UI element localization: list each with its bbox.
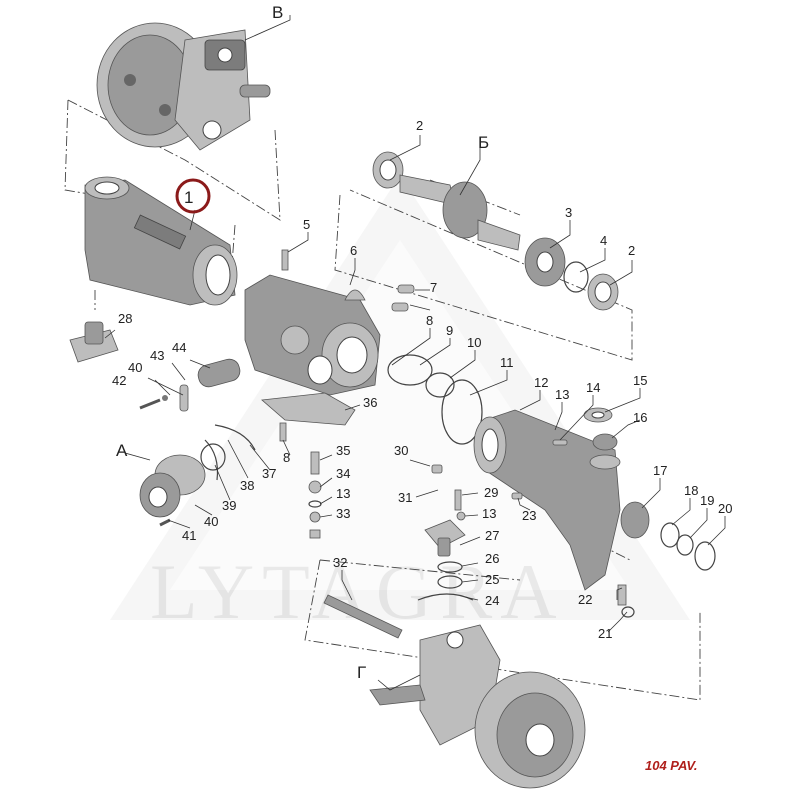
assembly-b-pinion-shaft: [372, 151, 521, 251]
callout-22: 22: [578, 592, 592, 607]
part-7-bolts: [391, 284, 415, 312]
callout-1-highlight-circle: [175, 178, 211, 214]
callout-40a: 40: [128, 360, 142, 375]
callout-34: 34: [336, 466, 350, 481]
part-6-differential-housing: [244, 274, 381, 396]
view-label-b: Б: [478, 133, 489, 152]
leader-lines: [104, 15, 726, 691]
callout-8: 8: [426, 313, 433, 328]
callout-44: 44: [172, 340, 186, 355]
parts-fasteners-left: [139, 358, 241, 412]
callout-4: 4: [600, 233, 607, 248]
callout-2b: 2: [628, 243, 635, 258]
part-1-axle-housing: [84, 176, 238, 306]
assembly-g-final-drive: [369, 624, 586, 789]
callout-10: 10: [467, 335, 481, 350]
callout-2a: 2: [416, 118, 423, 133]
part-12-right-housing: [473, 409, 621, 591]
callout-1: 1: [184, 188, 193, 207]
page-reference: 104 PAV.: [645, 758, 698, 773]
callout-17: 17: [653, 463, 667, 478]
callout-13c: 13: [482, 506, 496, 521]
callout-42: 42: [112, 373, 126, 388]
parts-21-22: [617, 584, 635, 618]
callout-26: 26: [485, 551, 499, 566]
callout-41: 41: [182, 528, 196, 543]
callout-11: 11: [500, 355, 514, 370]
part-36-bracket: [261, 392, 356, 426]
callout-6: 6: [350, 243, 357, 258]
callout-16: 16: [633, 410, 647, 425]
callout-19: 19: [700, 493, 714, 508]
part-28-flange: [69, 321, 119, 363]
callout-12: 12: [534, 375, 548, 390]
watermark-text: LYTAGRA: [150, 548, 565, 635]
callout-36: 36: [363, 395, 377, 410]
callout-5: 5: [303, 217, 310, 232]
callout-8b: 8: [283, 450, 290, 465]
callout-32: 32: [333, 555, 347, 570]
part-5-bolt: [281, 249, 289, 271]
part-32-axle-shaft: [323, 594, 403, 639]
callout-31: 31: [398, 490, 412, 505]
callout-28: 28: [118, 311, 132, 326]
callout-14: 14: [586, 380, 600, 395]
callout-9: 9: [446, 323, 453, 338]
callout-18: 18: [684, 483, 698, 498]
callout-13a: 13: [555, 387, 569, 402]
parts-37-39-seals: [200, 424, 256, 481]
callout-38: 38: [240, 478, 254, 493]
callout-15: 15: [633, 373, 647, 388]
part-11-seal: [441, 379, 483, 445]
callout-13b: 13: [336, 486, 350, 501]
callout-7: 7: [430, 280, 437, 295]
callout-43: 43: [150, 348, 164, 363]
parts-9-10-rings: [387, 354, 455, 398]
callout-30: 30: [394, 443, 408, 458]
parts-14-16: [552, 407, 618, 451]
callout-39: 39: [222, 498, 236, 513]
callout-27: 27: [485, 528, 499, 543]
parts-3-4-2-bearings: [524, 237, 619, 311]
watermark: LYTAGRA: [150, 240, 630, 635]
callout-37: 37: [262, 466, 276, 481]
assembly-v-gearbox: [96, 22, 271, 151]
view-labels: В Б А Г: [116, 3, 489, 682]
callout-29: 29: [484, 485, 498, 500]
callout-35: 35: [336, 443, 350, 458]
view-label-v: В: [272, 3, 283, 22]
view-label-g: Г: [357, 663, 366, 682]
callout-21: 21: [598, 626, 612, 641]
callout-labels: 1 2 3 4 2 5 6 7 8 9 10 11 12 13 14 15 16…: [112, 118, 732, 641]
parts-17-20: [620, 501, 716, 571]
callout-33: 33: [336, 506, 350, 521]
callout-23: 23: [522, 508, 536, 523]
assembly-a-hub: [139, 454, 206, 527]
parts-column-small: [279, 422, 322, 539]
callout-3: 3: [565, 205, 572, 220]
view-label-a: А: [116, 441, 128, 460]
callout-40b: 40: [204, 514, 218, 529]
callout-24: 24: [485, 593, 499, 608]
callout-25: 25: [485, 572, 499, 587]
callout-20: 20: [718, 501, 732, 516]
